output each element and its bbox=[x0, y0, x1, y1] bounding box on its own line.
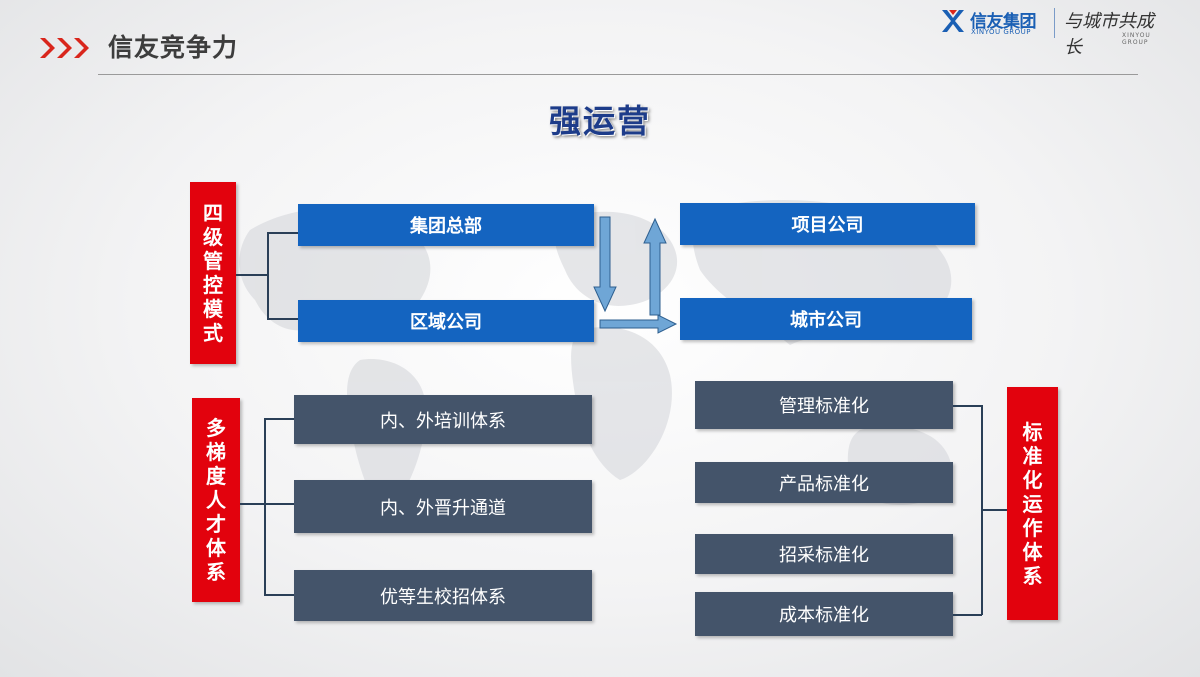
standard-item-product-label: 产品标准化 bbox=[779, 473, 869, 495]
flow-arrows bbox=[593, 216, 678, 334]
management-label-text: 四级管控模式 bbox=[203, 201, 223, 345]
talent-label-text: 多梯度人才体系 bbox=[206, 416, 226, 584]
talent-item-training-label: 内、外培训体系 bbox=[380, 410, 506, 432]
talent-item-campus: 优等生校招体系 bbox=[294, 570, 592, 621]
level-regional-company: 区域公司 bbox=[298, 300, 594, 342]
xinyou-logo-icon bbox=[942, 10, 964, 32]
level-project-company-label: 项目公司 bbox=[791, 215, 864, 236]
up-arrow-icon bbox=[643, 217, 667, 316]
talent-bracket-vertical bbox=[264, 418, 266, 595]
standard-item-procurement: 招采标准化 bbox=[695, 534, 953, 574]
level-city-company: 城市公司 bbox=[680, 298, 972, 340]
standard-item-management: 管理标准化 bbox=[695, 381, 953, 429]
management-bracket-bottom bbox=[267, 318, 298, 320]
standard-item-management-label: 管理标准化 bbox=[779, 396, 869, 417]
talent-item-promotion-label: 内、外晋升通道 bbox=[380, 497, 506, 519]
talent-label: 多梯度人才体系 bbox=[192, 398, 240, 602]
header-divider bbox=[98, 74, 1138, 75]
logo-slogan-sub: XINYOU GROUP bbox=[1122, 32, 1151, 46]
standard-item-cost-label: 成本标准化 bbox=[779, 605, 869, 626]
logo-divider bbox=[1054, 8, 1055, 38]
down-arrow-icon bbox=[593, 216, 617, 313]
company-logo: 信友集团 XINYOU GROUP 与城市共成长 XINYOU GROUP bbox=[940, 6, 1160, 58]
talent-bracket-top bbox=[264, 418, 294, 420]
standard-item-product: 产品标准化 bbox=[695, 462, 953, 503]
page-title: 信友竞争力 bbox=[108, 33, 239, 62]
level-regional-company-label: 区域公司 bbox=[410, 312, 482, 333]
standard-bracket-stem bbox=[981, 509, 1007, 511]
level-group-hq: 集团总部 bbox=[298, 204, 594, 246]
standard-bracket-top bbox=[953, 405, 982, 407]
level-group-hq-label: 集团总部 bbox=[410, 216, 482, 237]
right-arrow-icon bbox=[599, 314, 678, 334]
management-label: 四级管控模式 bbox=[190, 182, 236, 364]
standard-item-cost: 成本标准化 bbox=[695, 592, 953, 636]
talent-item-training: 内、外培训体系 bbox=[294, 395, 592, 444]
logo-name-cn: 信友集团 bbox=[970, 12, 1037, 32]
standard-bracket-bottom bbox=[953, 614, 982, 616]
management-bracket-stem bbox=[236, 274, 268, 276]
standard-label: 标准化运作体系 bbox=[1007, 387, 1058, 620]
talent-bracket-middle bbox=[264, 503, 294, 505]
talent-bracket-bottom bbox=[264, 594, 294, 596]
main-title: 强运营 bbox=[548, 102, 651, 140]
header-chevrons-icon bbox=[40, 38, 89, 58]
standard-label-text: 标准化运作体系 bbox=[1022, 419, 1043, 588]
standard-item-procurement-label: 招采标准化 bbox=[779, 545, 869, 566]
level-city-company-label: 城市公司 bbox=[790, 310, 862, 331]
talent-item-promotion: 内、外晋升通道 bbox=[294, 480, 592, 533]
management-bracket-vertical bbox=[267, 232, 269, 319]
logo-name-en: XINYOU GROUP bbox=[971, 28, 1031, 36]
logo-slogan: 与城市共成长 bbox=[1064, 11, 1154, 58]
talent-bracket-stem bbox=[240, 503, 265, 505]
talent-item-campus-label: 优等生校招体系 bbox=[380, 586, 506, 608]
management-bracket-top bbox=[267, 232, 298, 234]
level-project-company: 项目公司 bbox=[680, 203, 975, 245]
